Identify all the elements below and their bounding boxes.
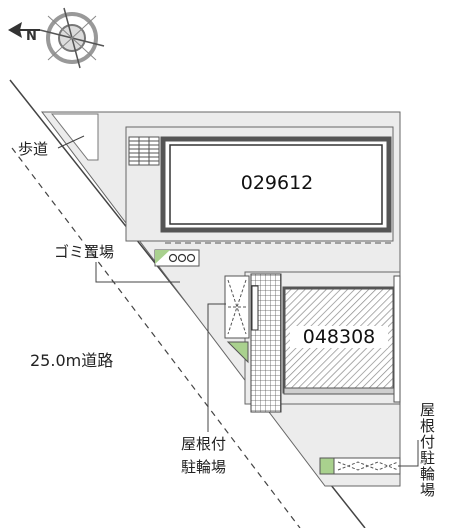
planter: [226, 341, 249, 364]
road-label: 25.0m道路: [30, 351, 114, 370]
building-south-label: 048308: [290, 326, 388, 348]
bike-parking-covered-b: [319, 457, 401, 475]
sidewalk-label: 歩道: [18, 140, 49, 158]
compass-icon: N: [8, 7, 105, 69]
garbage-area: [154, 249, 200, 267]
bike-parking-label-line2: 駐輪場: [181, 458, 227, 476]
bike-parking-label-vertical: 屋根付駐輪場: [418, 402, 436, 498]
entrance-area: [50, 113, 99, 161]
garbage-label: ゴミ置場: [54, 243, 115, 261]
stairs-icon: [128, 136, 160, 166]
building-north-label: 029612: [240, 172, 314, 194]
compass-north-letter: N: [26, 29, 37, 44]
road-centerline: [11, 147, 301, 528]
bike-parking-label-line1: 屋根付: [181, 435, 227, 453]
